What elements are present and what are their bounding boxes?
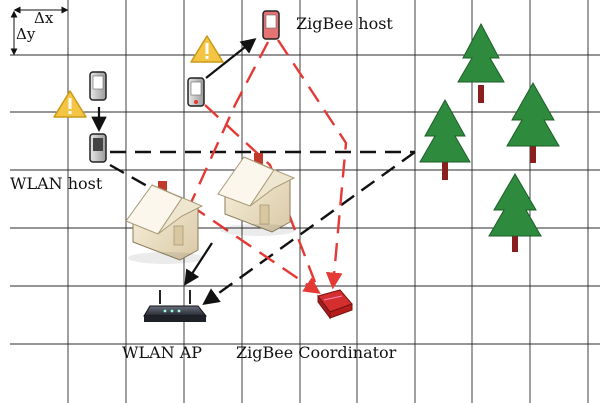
wlan-host-previous-phone-icon (89, 71, 107, 101)
wlan-ap-router-icon (143, 290, 208, 322)
house-icon (125, 181, 204, 264)
tree-icon (506, 81, 560, 163)
wlan-link-trees-to-ap (202, 151, 416, 305)
zigbee-link-phone-loop (204, 104, 320, 291)
zigbee-host-label: ZigBee host (296, 14, 393, 33)
wlan-ap-label: WLAN AP (122, 343, 202, 362)
zigbee-coordinator-icon (317, 289, 353, 320)
zigbee-coordinator-label: ZigBee Coordinator (236, 343, 397, 362)
tree-icon (419, 98, 471, 180)
delta-x-label: Δx (34, 9, 54, 27)
zigbee-previous-phone-icon (187, 77, 205, 107)
wlan-host-phone-icon (89, 133, 107, 163)
house-icon (217, 153, 296, 236)
zigbee-host-phone-icon (262, 10, 280, 40)
zigbee-links (188, 39, 348, 294)
wlan-host-label: WLAN host (10, 174, 103, 193)
warning-icon (190, 35, 224, 63)
tree-icon (457, 22, 505, 103)
delta-markers: Δx Δy (10, 6, 69, 56)
zigbee-link-house-to-coordinator (189, 204, 321, 294)
zigbee-link-host-left (188, 41, 270, 206)
zigbee-mobility-arrow (205, 38, 257, 79)
wlan-solid-arrows (91, 38, 257, 286)
tree-icon (488, 173, 542, 252)
warning-icon (53, 90, 87, 118)
zigbee-link-host-right (276, 39, 348, 290)
wlan-link-house-to-ap (184, 242, 213, 286)
delta-y-label: Δy (16, 25, 36, 43)
